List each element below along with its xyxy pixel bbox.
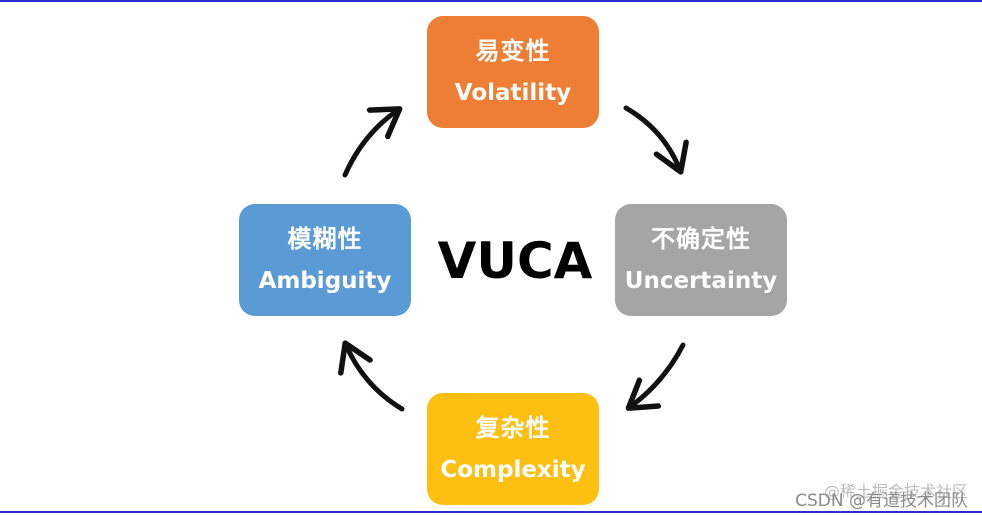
volatility-chinese-label: 易变性 <box>475 37 551 65</box>
top-rule <box>0 0 982 2</box>
watermark-juejin: @稀土掘金技术社区 <box>823 482 968 501</box>
arrow-volatility-to-uncertainty <box>623 105 680 170</box>
watermark-csdn: CSDN @有道技术团队 <box>795 491 968 511</box>
arrow-complexity-to-ambiguity <box>346 345 405 412</box>
uncertainty-box: 不确定性 Uncertainty <box>615 204 787 316</box>
ambiguity-chinese-label: 模糊性 <box>287 225 363 253</box>
ambiguity-box: 模糊性 Ambiguity <box>239 204 411 316</box>
volatility-box: 易变性 Volatility <box>427 16 599 128</box>
complexity-box: 复杂性 Complexity <box>427 393 599 505</box>
volatility-english-label: Volatility <box>454 80 572 106</box>
ambiguity-english-label: Ambiguity <box>258 268 392 294</box>
arrow-uncertainty-to-complexity <box>630 342 686 407</box>
complexity-english-label: Complexity <box>440 457 586 483</box>
arrow-ambiguity-to-volatility <box>342 110 398 178</box>
uncertainty-english-label: Uncertainty <box>624 268 778 294</box>
complexity-chinese-label: 复杂性 <box>475 414 551 442</box>
vuca-title: VUCA <box>437 232 593 290</box>
bottom-rule <box>0 511 982 513</box>
uncertainty-chinese-label: 不确定性 <box>651 225 751 253</box>
